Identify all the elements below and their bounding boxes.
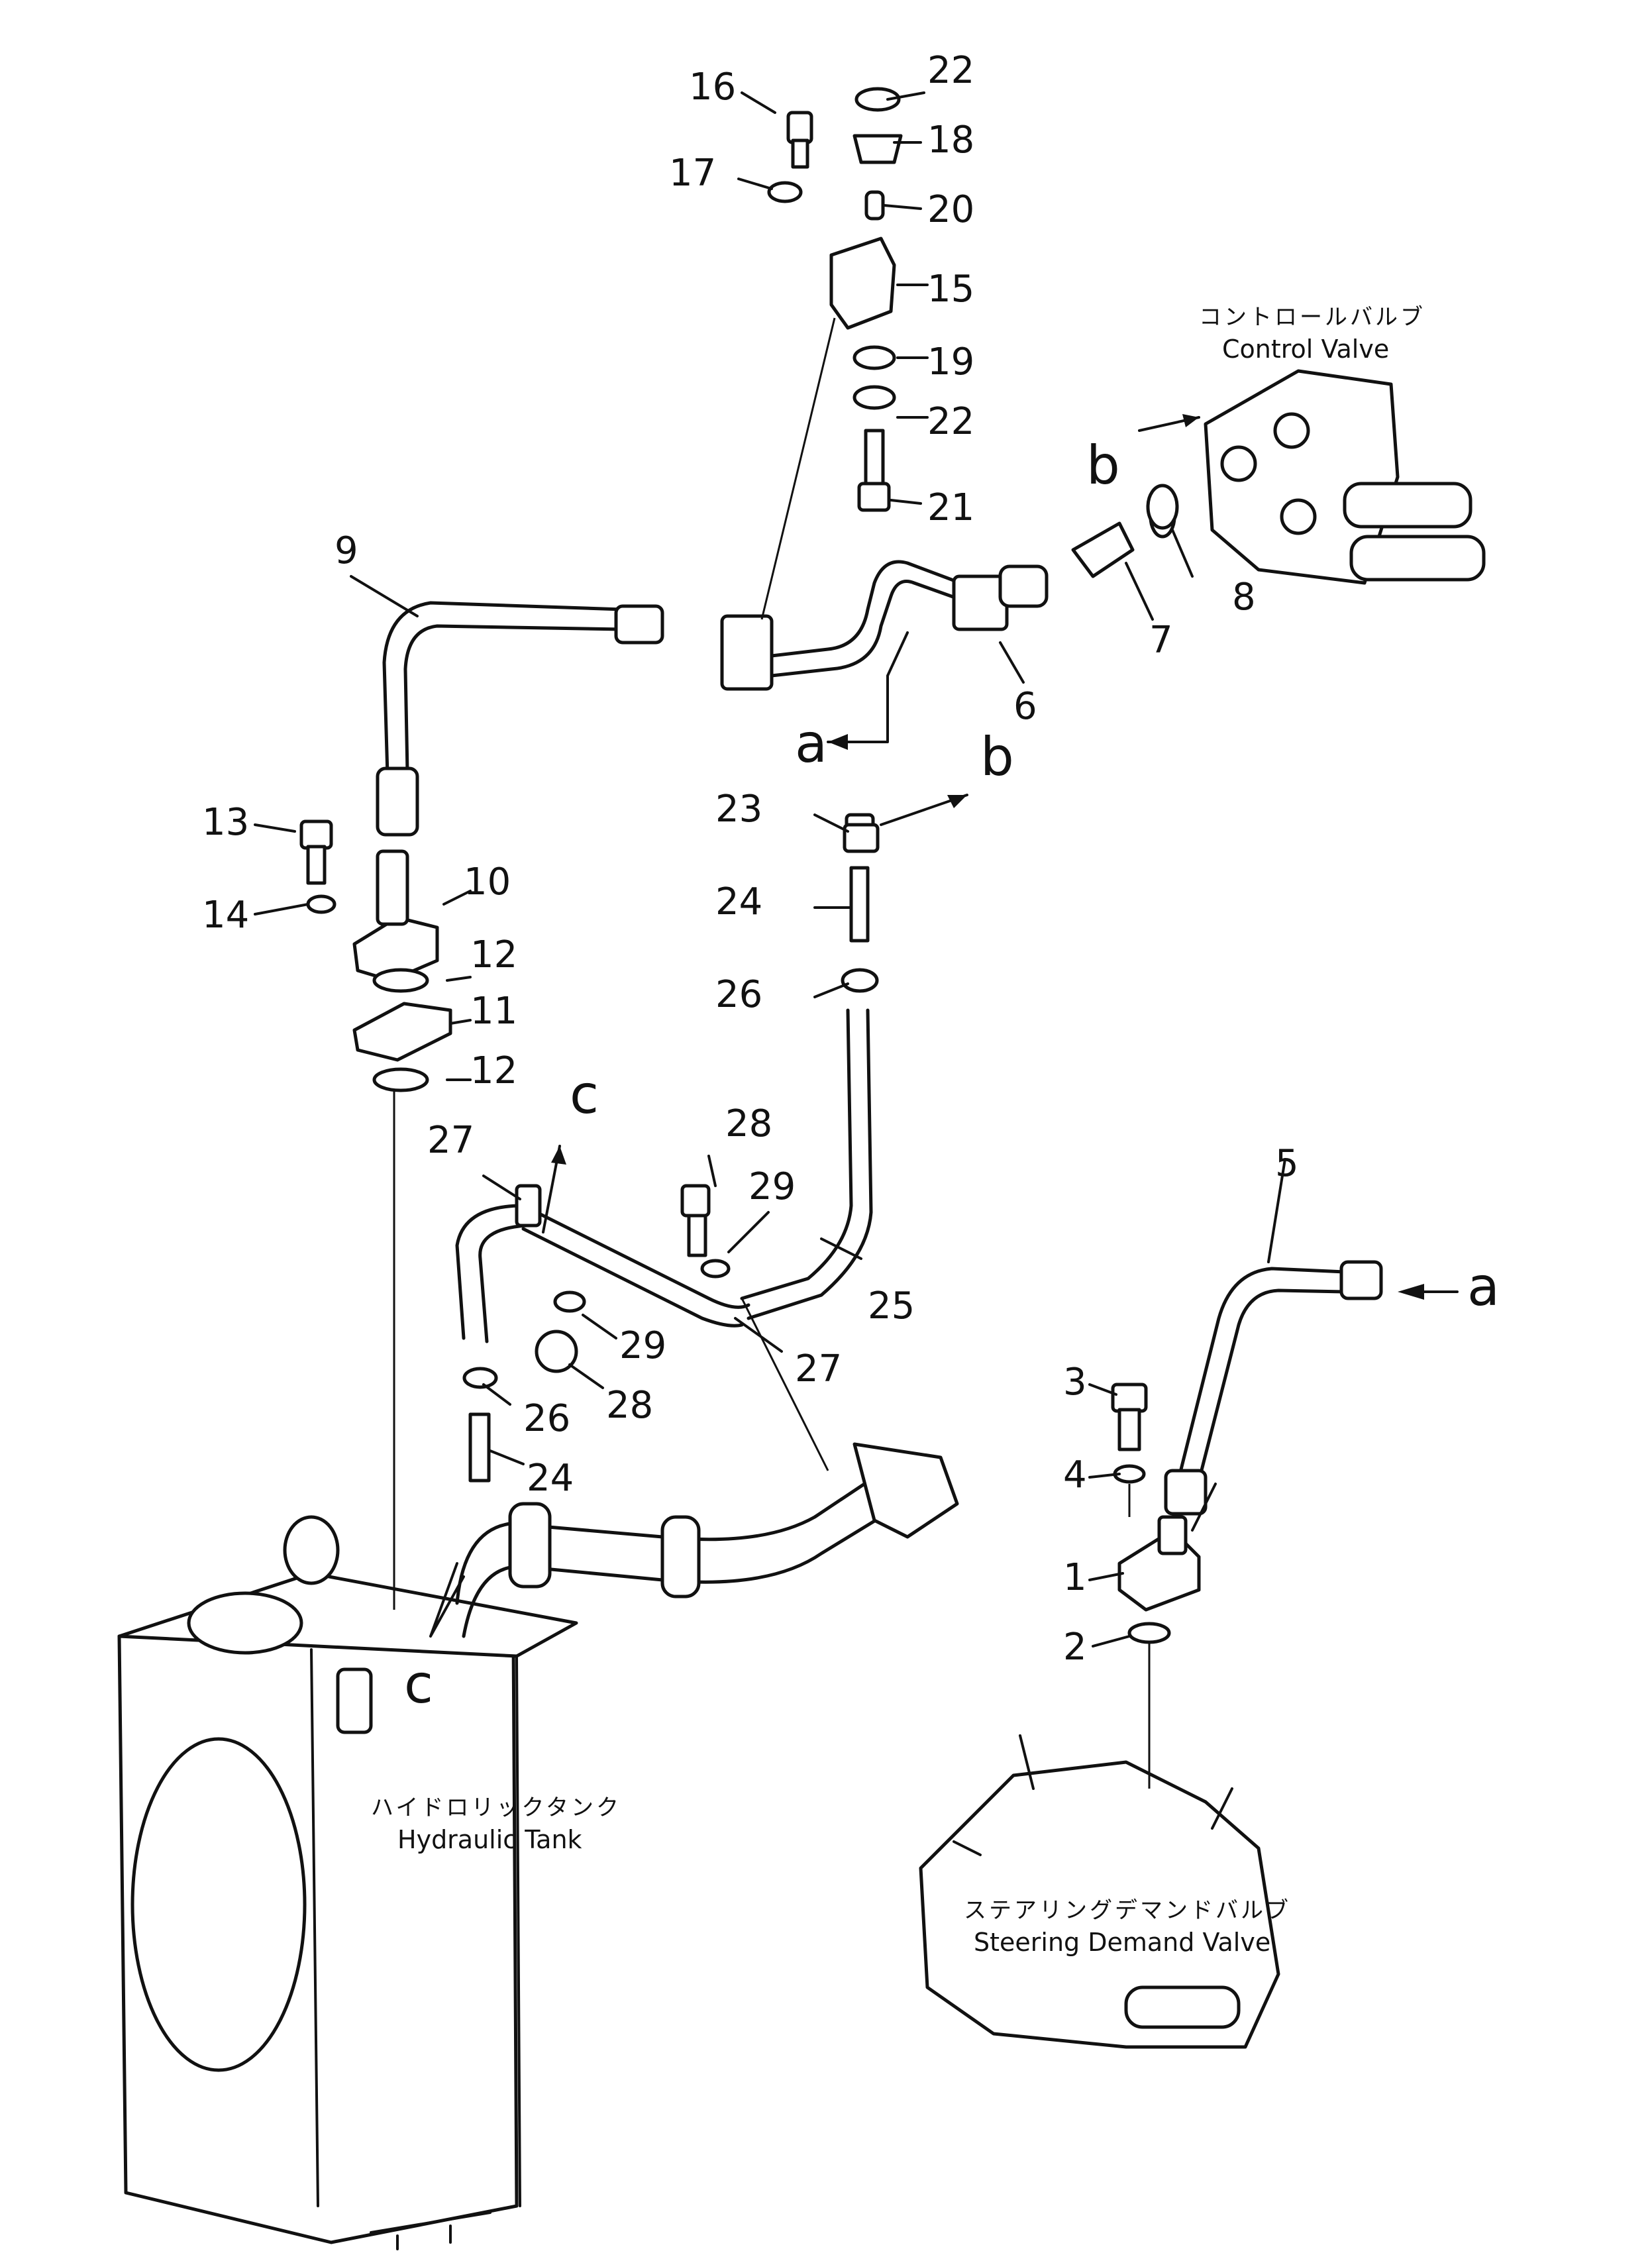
- callout-1: 1: [1063, 1556, 1087, 1599]
- callout-20: 20: [927, 188, 974, 231]
- hydraulic-tank: [117, 1515, 578, 2250]
- callout-25: 25: [868, 1284, 915, 1328]
- callout-3: 3: [1063, 1361, 1087, 1404]
- hydraulic-tank-label-en: Hydraulic Tank: [397, 1825, 582, 1854]
- ref-c-top: c: [570, 1064, 599, 1126]
- callout-16: 16: [689, 66, 736, 109]
- callout-15: 15: [927, 268, 974, 311]
- callout-2: 2: [1063, 1626, 1087, 1669]
- callout-6: 6: [1013, 685, 1037, 728]
- upper-hose-assembly: [376, 484, 1179, 837]
- bracket-stack: [760, 87, 903, 620]
- callout-10: 10: [464, 861, 511, 904]
- callout-24-bottom: 24: [527, 1457, 574, 1500]
- hydraulic-tank-label-jp: ハイドロリックタンク: [371, 1795, 621, 1821]
- callout-28-top: 28: [725, 1102, 772, 1145]
- callout-13: 13: [202, 801, 249, 844]
- steering-valve-label-jp: ステアリングデマンドバルブ: [964, 1897, 1291, 1924]
- steering-demand-valve: [919, 1734, 1280, 2049]
- ref-c-tank: c: [404, 1653, 433, 1715]
- callout-17: 17: [669, 152, 716, 195]
- callout-24-top: 24: [715, 880, 762, 923]
- callout-5: 5: [1275, 1142, 1299, 1185]
- control-valve-label-en: Control Valve: [1222, 335, 1389, 364]
- callout-19: 19: [927, 341, 974, 384]
- callout-26-bottom: 26: [523, 1397, 570, 1440]
- control-valve-label-jp: コントロールバルブ: [1199, 304, 1425, 331]
- return-tube: [455, 1442, 959, 1638]
- callout-4: 4: [1063, 1453, 1087, 1496]
- callout-23: 23: [715, 788, 762, 831]
- callout-8: 8: [1232, 576, 1256, 619]
- leader-lines: [254, 91, 1459, 1648]
- callout-9: 9: [335, 529, 358, 572]
- reference-letters: a a b b c c: [404, 435, 1500, 1715]
- callout-27-top: 27: [427, 1119, 474, 1162]
- callout-27-bottom: 27: [795, 1347, 842, 1390]
- component-labels: コントロールバルブ Control Valve ハイドロリックタンク Hydra…: [371, 304, 1425, 1957]
- callout-29-bottom: 29: [619, 1324, 666, 1367]
- callout-22-top: 22: [927, 49, 974, 92]
- callout-11: 11: [470, 990, 517, 1033]
- callout-26-top: 26: [715, 973, 762, 1016]
- callout-12-top: 12: [470, 933, 517, 976]
- callout-22-bottom: 22: [927, 400, 974, 443]
- elbow-23: [843, 823, 880, 853]
- callout-numbers: 16 17 22 18 20 15 19 22 21 9 6 7 8 13 14…: [202, 49, 1299, 1669]
- flange-stack: [299, 819, 452, 1610]
- callout-29-top: 29: [749, 1165, 796, 1208]
- hose-5: [1111, 1260, 1383, 1789]
- steering-valve-label-en: Steering Demand Valve: [974, 1928, 1270, 1957]
- ref-b-top: b: [1086, 435, 1120, 496]
- callout-7: 7: [1149, 619, 1173, 662]
- ref-a-left: a: [795, 713, 827, 774]
- callout-21: 21: [927, 486, 974, 529]
- callout-14: 14: [202, 894, 249, 937]
- callout-12-bottom: 12: [470, 1049, 517, 1092]
- ref-b-mid: b: [980, 726, 1014, 788]
- ref-a-right: a: [1467, 1256, 1500, 1318]
- control-valve: [1204, 369, 1486, 585]
- callout-28-bottom: 28: [606, 1384, 653, 1427]
- callout-18: 18: [927, 119, 974, 162]
